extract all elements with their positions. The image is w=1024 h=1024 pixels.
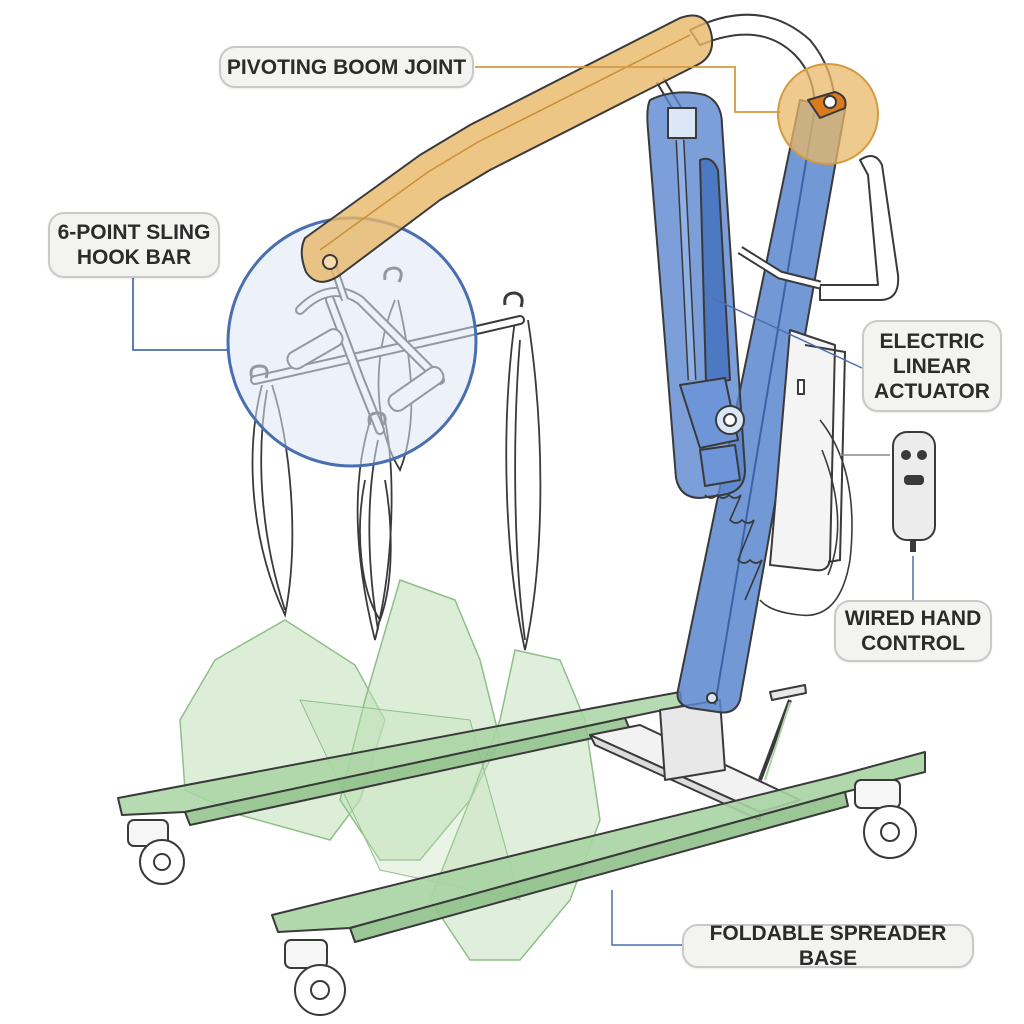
callout-hand-control: WIRED HAND CONTROL — [834, 600, 992, 662]
callout-boom-joint-text: PIVOTING BOOM JOINT — [226, 55, 467, 79]
callout-actuator-line3: ACTUATOR — [874, 379, 990, 403]
caster-wheel-back-right — [854, 779, 917, 859]
callout-actuator-line1: ELECTRIC — [879, 329, 985, 353]
linear-actuator — [646, 91, 746, 499]
caster-wheels — [127, 779, 917, 1016]
control-box — [769, 329, 847, 572]
callout-sling-hook-bar-line2: HOOK BAR — [76, 246, 192, 269]
callout-boom-joint: PIVOTING BOOM JOINT — [219, 46, 474, 88]
callout-spreader-base-text: FOLDABLE SPREADER BASE — [709, 922, 947, 970]
leader-lines — [132, 66, 914, 946]
boom-arm — [300, 14, 714, 283]
push-handle — [737, 155, 900, 301]
callout-sling-hook-bar-line1: 6-POINT SLING — [57, 221, 211, 244]
callout-hand-control-line1: WIRED HAND — [844, 607, 982, 630]
caster-wheel-front-left — [284, 939, 346, 1016]
caster-wheel-back-left — [127, 819, 185, 885]
callout-actuator: ELECTRIC LINEAR ACTUATOR — [862, 320, 1002, 412]
callout-sling-hook-bar: 6-POINT SLING HOOK BAR — [48, 212, 220, 278]
callout-actuator-line2: LINEAR — [892, 354, 972, 378]
boom-joint — [777, 63, 879, 165]
hand-control-remote — [892, 431, 936, 552]
mast — [676, 99, 846, 714]
callout-hand-control-line2: CONTROL — [861, 632, 965, 655]
callout-spreader-base: FOLDABLE SPREADER BASE — [682, 922, 974, 970]
spreader-base — [117, 684, 926, 943]
coiled-cable — [704, 419, 853, 617]
